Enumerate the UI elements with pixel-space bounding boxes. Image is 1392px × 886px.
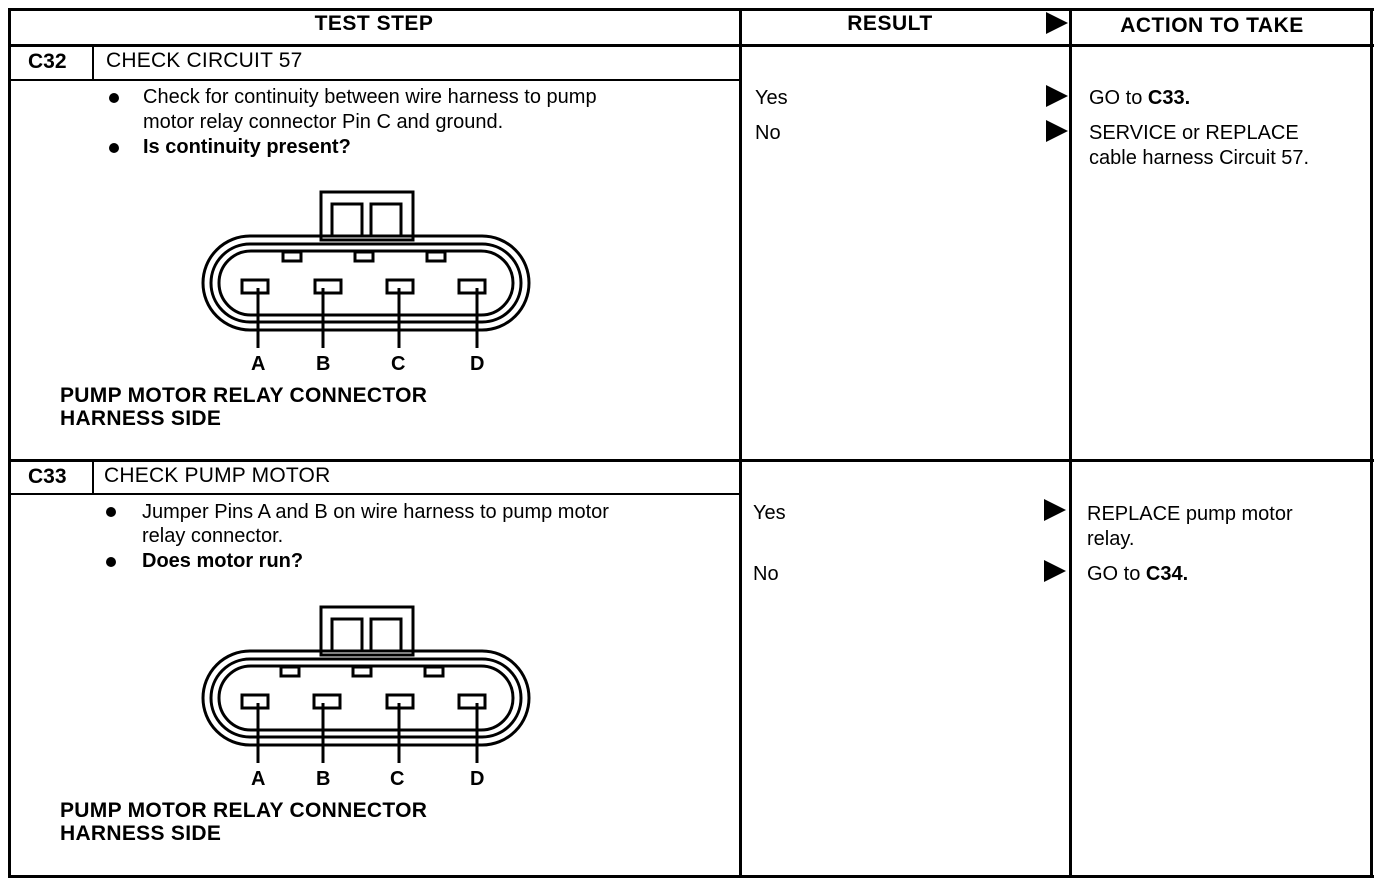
- c33-id-divider: [92, 459, 94, 494]
- table-top-border: [8, 8, 1374, 11]
- connector-body: [201, 234, 531, 332]
- c33-action-yes-line-1: REPLACE pump motor: [1087, 503, 1293, 525]
- c32-action-no-line-1: SERVICE or REPLACE: [1089, 122, 1299, 144]
- pin-label-c: C: [390, 768, 404, 790]
- c32-step-title: CHECK CIRCUIT 57: [106, 49, 303, 72]
- c33-no-arrow-icon: [1044, 560, 1066, 582]
- c33-step-id: C33: [28, 465, 67, 488]
- c32-result-no: No: [755, 122, 781, 144]
- c32-yes-arrow-icon: [1046, 85, 1068, 107]
- c33-result-no: No: [753, 563, 779, 585]
- c33-instruction-line-1: Jumper Pins A and B on wire harness to p…: [142, 501, 609, 523]
- header-result: RESULT: [847, 12, 933, 35]
- c32-action-no-line-2: cable harness Circuit 57.: [1089, 147, 1310, 169]
- connector-pins: [240, 278, 487, 295]
- connector-pins: [240, 693, 487, 710]
- c33-connector-diagram: A B C D: [201, 605, 531, 790]
- header-action-to-take: ACTION TO TAKE: [1120, 14, 1304, 37]
- c33-title-underline: [8, 493, 740, 495]
- c32-instruction-line-2: motor relay connector Pin C and ground.: [143, 111, 504, 133]
- connector-keys: [281, 250, 447, 263]
- c32-bottom-border: [8, 459, 1374, 462]
- pin-label-a: A: [251, 353, 265, 375]
- c33-question: Does motor run?: [142, 550, 304, 572]
- connector-latch: [319, 190, 415, 242]
- header-arrow-icon: [1046, 12, 1068, 34]
- pin-leader-lines: [256, 703, 479, 763]
- table-right-border: [1370, 8, 1373, 878]
- c32-action-yes: GO to C33.: [1089, 87, 1191, 109]
- pin-label-c: C: [391, 353, 405, 375]
- table-left-border: [8, 8, 11, 878]
- c32-question: Is continuity present?: [143, 136, 351, 158]
- pin-label-a: A: [251, 768, 265, 790]
- c33-bullet-2-icon: [106, 557, 116, 567]
- pin-label-b: B: [316, 353, 330, 375]
- action-column-divider: [1069, 8, 1072, 878]
- c33-action-yes-line-2: relay.: [1087, 528, 1135, 550]
- c32-result-yes: Yes: [755, 87, 788, 109]
- c33-step-title: CHECK PUMP MOTOR: [104, 464, 331, 487]
- connector-body: [201, 649, 531, 747]
- c32-bullet-2-icon: [109, 143, 119, 153]
- c32-title-underline: [8, 79, 740, 81]
- header-bottom-border: [8, 44, 1374, 47]
- c33-action-no: GO to C34.: [1087, 563, 1189, 585]
- c33-yes-arrow-icon: [1044, 499, 1066, 521]
- result-column-divider: [739, 8, 742, 878]
- c33-bullet-1-icon: [106, 507, 116, 517]
- header-test-step: TEST STEP: [314, 12, 434, 35]
- pin-label-d: D: [470, 353, 484, 375]
- connector-keys: [279, 665, 445, 678]
- pin-label-d: D: [470, 768, 484, 790]
- c32-instruction-line-1: Check for continuity between wire harnes…: [143, 86, 597, 108]
- c32-bullet-1-icon: [109, 93, 119, 103]
- c32-step-id: C32: [28, 50, 67, 73]
- c33-diagram-caption-line-2: HARNESS SIDE: [60, 822, 222, 845]
- c32-connector-diagram: A B C D: [201, 190, 531, 375]
- c33-diagram-caption-line-1: PUMP MOTOR RELAY CONNECTOR: [60, 799, 428, 822]
- pin-leader-lines: [256, 288, 479, 348]
- pin-label-b: B: [316, 768, 330, 790]
- c33-instruction-line-2: relay connector.: [142, 525, 284, 547]
- c32-id-divider: [92, 44, 94, 80]
- connector-latch: [319, 605, 415, 657]
- table-bottom-border: [8, 875, 1374, 878]
- c33-result-yes: Yes: [753, 502, 786, 524]
- c32-no-arrow-icon: [1046, 120, 1068, 142]
- c32-diagram-caption-line-2: HARNESS SIDE: [60, 407, 222, 430]
- c32-diagram-caption-line-1: PUMP MOTOR RELAY CONNECTOR: [60, 384, 428, 407]
